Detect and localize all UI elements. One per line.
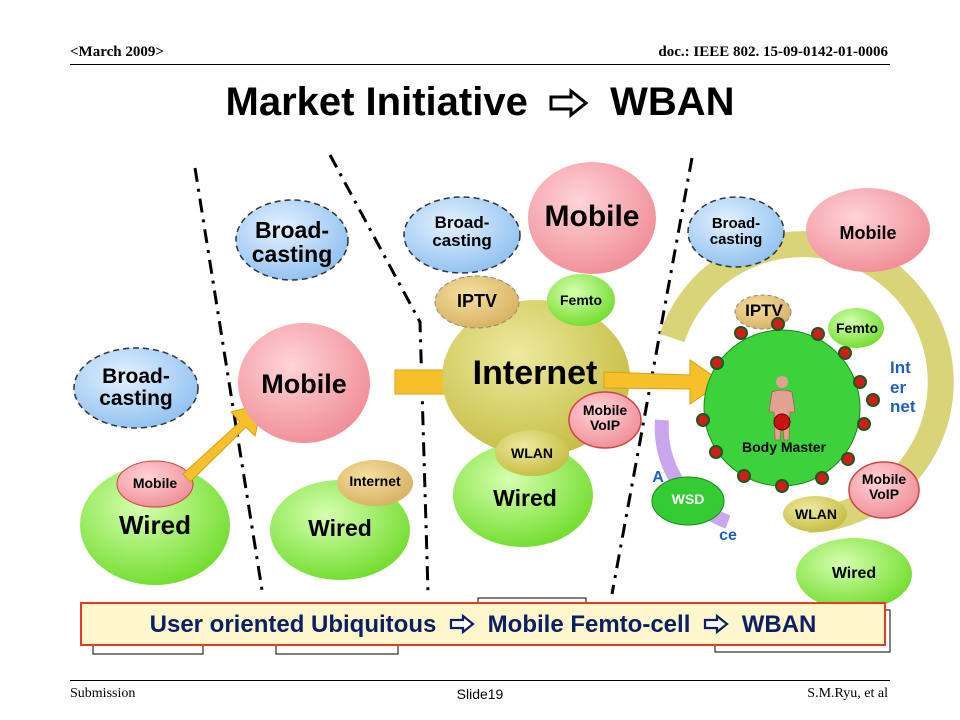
s1-broadcasting-label: Broad- casting xyxy=(99,365,173,411)
sensor-node xyxy=(737,469,751,483)
footer-rule xyxy=(70,680,890,681)
sensor-node xyxy=(734,326,748,340)
s1-wired-label: Wired xyxy=(119,510,191,540)
s4-wired-bubble xyxy=(796,538,912,610)
s4-body-master-label: Body Master xyxy=(741,439,827,455)
body-figure-icon xyxy=(768,376,796,441)
header-rule xyxy=(70,64,890,65)
s4-broadcasting-label: Broad- casting xyxy=(709,215,763,248)
header-date: <March 2009> xyxy=(70,44,164,60)
banner-part-2: Mobile Femto-cell xyxy=(487,611,691,638)
sensor-node xyxy=(771,317,785,331)
s4-wsd-bubble xyxy=(651,476,725,526)
header-doc-id: doc.: IEEE 802. 15-09-0142-01-0006 xyxy=(658,44,888,60)
s2-mobile-label: Mobile xyxy=(261,369,347,399)
s4-wlan-label: WLAN xyxy=(795,506,837,522)
s3-wlan-bubble xyxy=(495,430,569,476)
footer-submission: Submission xyxy=(70,686,136,701)
slide-title-text: Market Initiative xyxy=(225,80,528,124)
s3-mobile-label: Mobile xyxy=(544,200,640,233)
s4-mobile-label: Mobile xyxy=(839,223,897,243)
s2-mobile-bubble xyxy=(238,323,370,443)
s2-internet-label: Internet xyxy=(349,473,401,489)
footer-author: S.M.Ryu, et al xyxy=(807,686,888,701)
summary-banner-text: User oriented Ubiquitous Mobile Femto-ce… xyxy=(82,611,884,639)
separator-2 xyxy=(328,154,430,593)
sensor-node xyxy=(775,479,789,493)
hollow-arrow-icon xyxy=(549,88,589,118)
footer-slide-number: Slide19 xyxy=(456,686,504,702)
sensor-node xyxy=(841,452,855,466)
sensor-node xyxy=(866,393,880,407)
s3-femto-label: Femto xyxy=(560,292,602,308)
s2-broadcasting-bubble xyxy=(235,199,349,281)
s1-broadcasting-bubble xyxy=(73,347,199,429)
s2-broadcasting-label: Broad- casting xyxy=(251,217,333,268)
s4-femto-bubble xyxy=(828,308,884,348)
s3-femto-bubble xyxy=(547,274,615,326)
sensor-node xyxy=(710,356,724,370)
s3-iptv-label: IPTV xyxy=(456,291,497,311)
s4-mobile-voip-bubble xyxy=(848,461,920,519)
separator-1 xyxy=(193,167,264,591)
sensor-node xyxy=(709,445,723,459)
s4-access-arc-label-start: A xyxy=(652,469,664,486)
s3-internet-label: Internet xyxy=(472,354,598,392)
s2-internet-small-bubble xyxy=(337,460,413,506)
slide-title: Market Initiative WBAN xyxy=(0,80,960,125)
sensor-node xyxy=(838,346,852,360)
sensor-node xyxy=(815,471,829,485)
s4-wsd-label: WSD xyxy=(671,491,705,507)
s3-mobile-voip-bubble xyxy=(568,391,642,449)
hollow-arrow-icon xyxy=(703,614,729,634)
s3-broadcasting-bubble xyxy=(403,196,521,274)
s3-mobile-voip-label: Mobile VoIP xyxy=(582,402,628,433)
slide-title-tail: WBAN xyxy=(610,80,735,124)
sensor-node xyxy=(857,417,871,431)
s3-wlan-label: WLAN xyxy=(511,445,553,461)
s1-mobile-label: Mobile xyxy=(132,475,178,491)
s4-access-arc-label-end: ce xyxy=(719,527,737,544)
s3-wired-label: Wired xyxy=(493,485,557,511)
s4-wlan-bubble xyxy=(783,496,847,532)
s3-broadcasting-label: Broad- casting xyxy=(432,213,492,250)
s1-mobile-small-bubble xyxy=(116,460,194,508)
sensor-node xyxy=(853,375,867,389)
s2-wired-label: Wired xyxy=(308,515,372,541)
s4-mobile-bubble xyxy=(806,188,930,272)
s4-iptv-label: IPTV xyxy=(745,301,783,320)
s4-sensor-nodes xyxy=(696,317,880,493)
s4-broadcasting-bubble xyxy=(687,196,785,268)
s1-wired-bubble xyxy=(80,465,230,585)
hollow-arrow-icon xyxy=(449,614,475,634)
s4-mobile-voip-label: Mobile VoIP xyxy=(861,471,907,502)
sensor-node xyxy=(696,413,710,427)
summary-banner: User oriented Ubiquitous Mobile Femto-ce… xyxy=(80,602,886,646)
sensor-node xyxy=(811,327,825,341)
s3-mobile-bubble xyxy=(528,162,656,274)
s4-internet-label: Int er net xyxy=(890,358,916,417)
s3-iptv-bubble xyxy=(434,275,520,329)
s4-femto-label: Femto xyxy=(836,320,878,336)
banner-part-3: WBAN xyxy=(741,611,817,638)
banner-part-1: User oriented Ubiquitous xyxy=(149,611,437,638)
s4-wired-label: Wired xyxy=(831,565,877,582)
